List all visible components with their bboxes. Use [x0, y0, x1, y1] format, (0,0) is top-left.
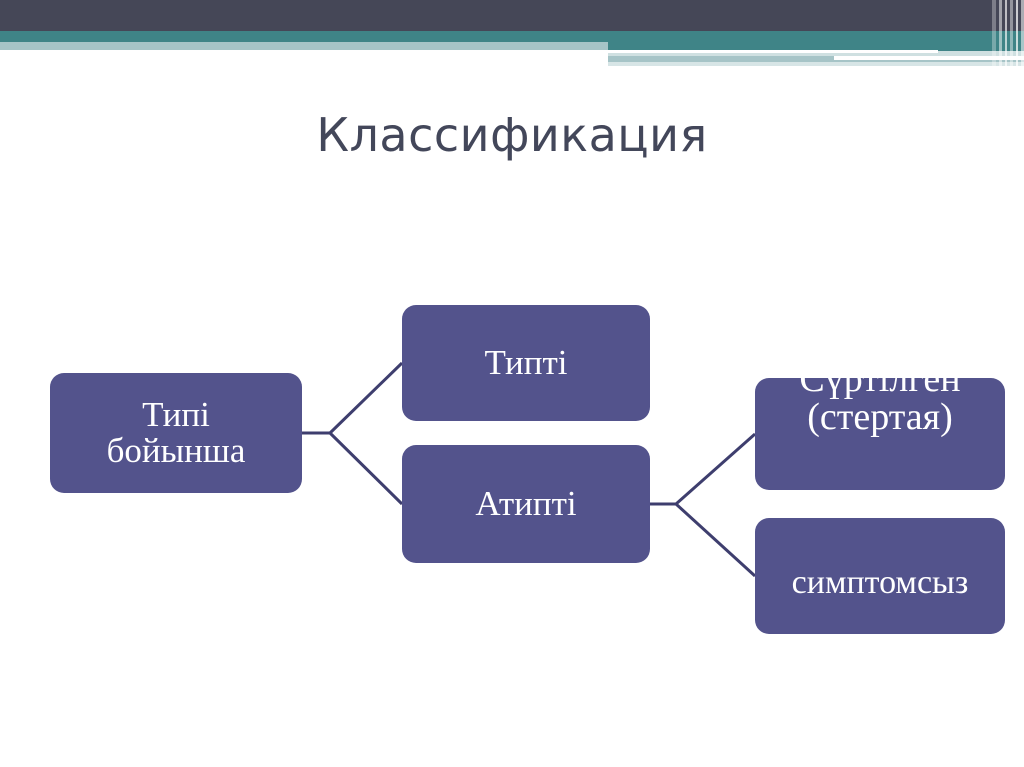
node-erased[interactable]: Сүртілген (стертая)	[755, 360, 1005, 490]
header-step-pale-3	[608, 62, 1024, 66]
header-step-teal	[608, 42, 1024, 51]
edge-type-by-to-atypical	[328, 431, 404, 506]
edge-atypical-to-erased	[675, 432, 756, 506]
header-step-white	[608, 50, 938, 53]
node-atypical[interactable]: Атипті	[402, 445, 650, 563]
page-title: Классификация	[316, 108, 708, 162]
edge-type-by-to-typical	[328, 361, 404, 435]
header-vertical-stripe-3	[1005, 0, 1007, 66]
node-asymptom[interactable]: симптомсыз	[755, 518, 1005, 634]
header-step-white-right	[834, 56, 1024, 60]
node-typical[interactable]: Типті	[402, 305, 650, 421]
node-type-by[interactable]: Типі бойынша	[50, 373, 302, 493]
header-vertical-stripe-6	[1021, 0, 1024, 66]
header-vertical-stripe-1	[992, 0, 996, 66]
header-step-pale-2	[608, 56, 1024, 62]
edge-atypical-to-asymptom	[674, 502, 757, 578]
node-typical-label: Типті	[484, 343, 568, 383]
header-band-teal	[0, 31, 1024, 42]
header-band-navy	[0, 0, 1024, 31]
node-asymptom-label: симптомсыз	[791, 564, 969, 601]
node-erased-label: Сүртілген (стертая)	[799, 358, 961, 438]
header-vertical-stripe-2	[999, 0, 1002, 66]
header-band-light-teal	[0, 42, 1024, 50]
node-type-by-label: Типі бойынша	[106, 395, 246, 470]
header-step-pale-1	[608, 51, 1024, 56]
node-atypical-label: Атипті	[475, 484, 577, 524]
header-vertical-stripe-5	[1016, 0, 1018, 66]
header-vertical-stripe-4	[1010, 0, 1013, 66]
